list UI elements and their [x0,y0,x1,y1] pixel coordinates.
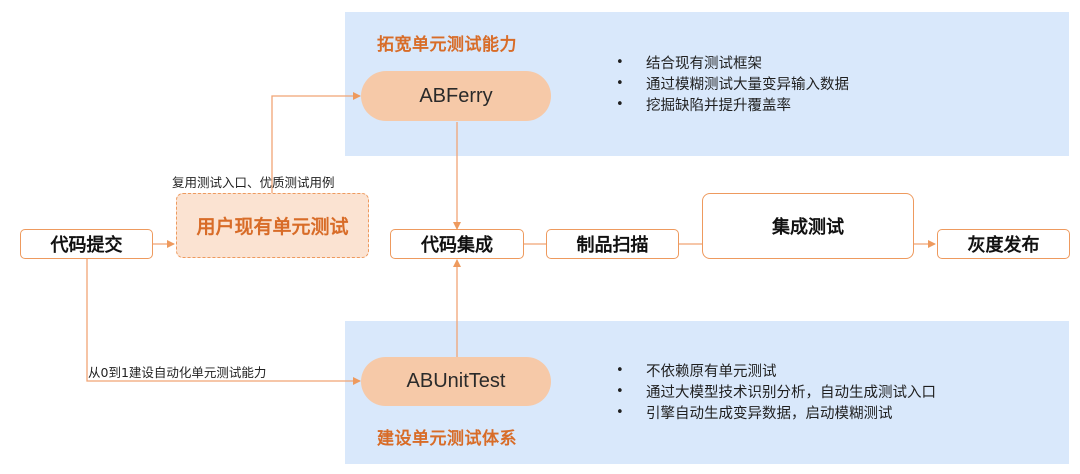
code-integration-node[interactable]: 代码集成 [390,229,524,259]
bottom-panel-title: 建设单元测试体系 [377,429,517,449]
bullet-text: 通过大模型技术识别分析，自动生成测试入口 [646,385,936,401]
bullet-dot: • [616,97,624,112]
bullet-item: • 通过模糊测试大量变异输入数据 [612,73,849,94]
bullet-dot: • [616,363,624,378]
bullet-dot: • [616,405,624,420]
bottom-bullet-list: • 不依赖原有单元测试 • 通过大模型技术识别分析，自动生成测试入口 • 引擎自动生成… [612,360,936,423]
bullet-item: • 不依赖原有单元测试 [612,360,936,381]
abunittest-node[interactable]: ABUnitTest [361,357,551,406]
bullet-text: 不依赖原有单元测试 [646,364,777,380]
bullet-text: 挖掘缺陷并提升覆盖率 [646,98,791,114]
bullet-dot: • [616,384,624,399]
abferry-node[interactable]: ABFerry [361,71,551,121]
gray-release-node[interactable]: 灰度发布 [937,229,1070,259]
bullet-dot: • [616,55,624,70]
bullet-text: 引擎自动生成变异数据，启动模糊测试 [646,406,893,422]
reuse-edge-label: 复用测试入口、优质测试用例 [172,175,335,190]
bullet-text: 结合现有测试框架 [646,56,762,72]
code-commit-node[interactable]: 代码提交 [20,229,153,259]
bullet-item: • 结合现有测试框架 [612,52,849,73]
artifact-scan-node[interactable]: 制品扫描 [546,229,679,259]
integration-test-node[interactable]: 集成测试 [702,193,914,259]
bullet-dot: • [616,76,624,91]
from-zero-edge-label: 从0到1建设自动化单元测试能力 [88,365,267,380]
bullet-text: 通过模糊测试大量变异输入数据 [646,77,849,93]
top-panel-title: 拓宽单元测试能力 [377,35,517,55]
top-bullet-list: • 结合现有测试框架 • 通过模糊测试大量变异输入数据 • 挖掘缺陷并提升覆盖率 [612,52,849,115]
bullet-item: • 挖掘缺陷并提升覆盖率 [612,94,849,115]
bullet-item: • 通过大模型技术识别分析，自动生成测试入口 [612,381,936,402]
existing-unit-tests-node[interactable]: 用户现有单元测试 [176,193,369,258]
bullet-item: • 引擎自动生成变异数据，启动模糊测试 [612,402,936,423]
